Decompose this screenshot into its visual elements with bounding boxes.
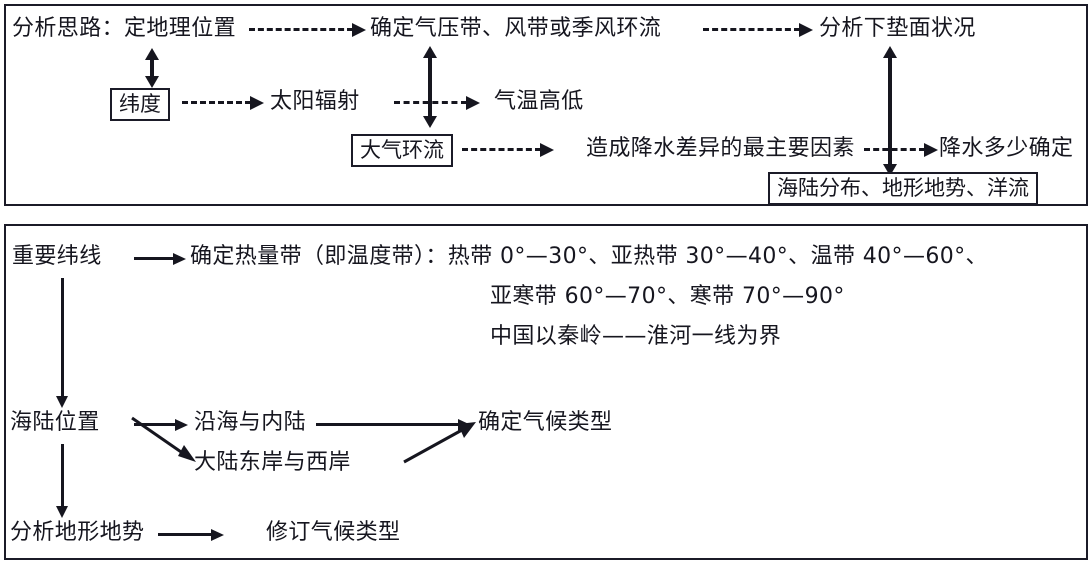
bottom-panel: 重要纬线 确定热量带（即温度带）：热带 0°—30°、亚热带 30°—40°、温…: [4, 224, 1088, 560]
analysis-approach-label: 分析思路：定地理位置: [12, 16, 237, 41]
underlying-surface-label: 分析下垫面状况: [819, 16, 976, 41]
analyze-terrain-label: 分析地形地势: [10, 520, 145, 545]
coastal-inland-label: 沿海与内陆: [194, 410, 307, 435]
atmospheric-circulation-box: 大气环流: [351, 134, 453, 167]
arrow-vertical-surface-factors: [883, 46, 897, 176]
arrow-landsea-to-continent: [131, 416, 196, 462]
arrow-vertical-pressure-circulation: [423, 46, 437, 128]
arrow-continent-to-climate: [403, 422, 476, 464]
heat-zones-line3: 中国以秦岭——淮河一线为界: [490, 324, 782, 349]
solar-radiation-label: 太阳辐射: [270, 89, 360, 114]
arrow-dashed-solar-to-temperature: [394, 96, 480, 110]
surface-factors-box: 海陆分布、地形地势、洋流: [768, 172, 1038, 205]
continent-east-west-label: 大陆东岸与西岸: [194, 450, 351, 475]
heat-zones-line2: 亚寒带 60°—70°、寒带 70°—90°: [490, 284, 845, 309]
arrow-vertical-position-latitude: [145, 48, 159, 88]
arrow-landsea-to-coastal: [134, 419, 188, 431]
latitude-box: 纬度: [110, 88, 170, 121]
arrow-landsea-to-terrain: [56, 444, 68, 518]
arrow-dashed-position-to-pressure: [249, 23, 366, 37]
top-panel: 分析思路：定地理位置 确定气压带、风带或季风环流 分析下垫面状况 纬度 太阳辐射: [4, 4, 1088, 206]
arrow-terrain-to-revise: [158, 529, 224, 541]
temperature-level-label: 气温高低: [494, 89, 584, 114]
precipitation-amount-label: 降水多少确定: [939, 136, 1074, 161]
arrow-latitudes-to-landsea: [56, 278, 68, 408]
determine-climate-type-label: 确定气候类型: [478, 410, 613, 435]
arrow-dashed-circulation-to-precip-factor: [462, 143, 554, 157]
heat-zones-line1: 确定热量带（即温度带）：热带 0°—30°、亚热带 30°—40°、温带 40°…: [190, 244, 988, 269]
pressure-belts-label: 确定气压带、风带或季风环流: [370, 16, 662, 41]
important-latitudes-label: 重要纬线: [12, 244, 102, 269]
arrow-latitudes-to-heatzones: [134, 253, 186, 265]
precipitation-main-factor-label: 造成降水差异的最主要因素: [586, 136, 855, 161]
arrow-dashed-latitude-to-solar: [182, 96, 264, 110]
land-sea-position-label: 海陆位置: [10, 410, 100, 435]
arrow-dashed-factor-to-precip-amount: [864, 143, 938, 157]
arrow-dashed-pressure-to-surface: [703, 23, 813, 37]
revise-climate-type-label: 修订气候类型: [266, 520, 401, 545]
